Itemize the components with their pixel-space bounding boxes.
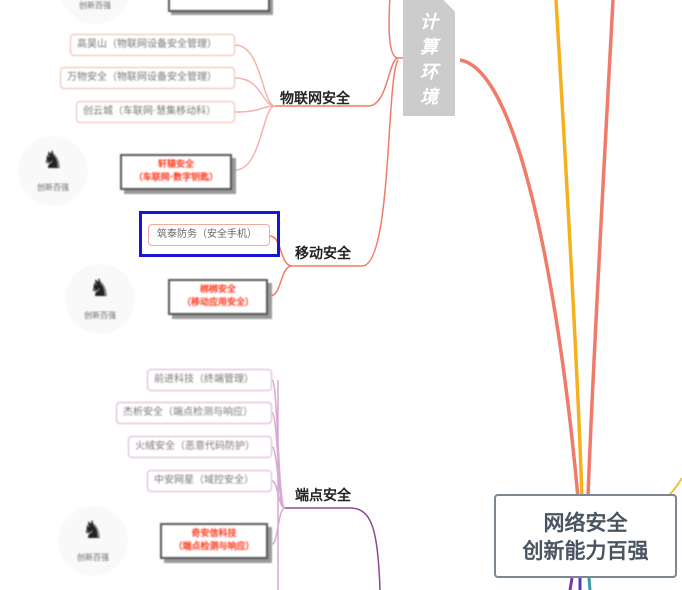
horse-logo-icon: ♞ [82,516,104,544]
logo-caption: 创新百强 [77,553,109,562]
compute-environment-tag[interactable]: 计 算 环 境 [403,0,455,116]
compute-env-char-4: 境 [420,87,438,108]
iot-leaf-3[interactable]: 创云城（车联网·慧集移动科） [76,101,235,123]
compute-env-char-3: 环 [420,62,438,83]
compute-env-char-1: 计 [420,12,438,33]
iot-main-line2: （车联网·数字钥匙） [133,173,219,183]
iot-main-box[interactable]: 轩辕安全 （车联网·数字钥匙） [120,154,232,190]
endpoint-bracket [271,379,286,590]
mobile-main-line2: （移动应用安全） [181,298,254,308]
iot-connector [275,57,399,107]
trunk-line-salmon-a [459,58,580,499]
logo-caption: 创新百强 [79,1,111,10]
category-endpoint-security[interactable]: 端点安全 [295,488,351,504]
mobile-main-box[interactable]: 梆梆安全 （移动应用安全） [168,279,268,315]
horse-logo-icon: ♞ [42,146,64,174]
horse-logo-icon: ♞ [89,274,111,302]
root-bottom-teal [587,577,592,590]
root-title-line1: 网络安全 [543,511,628,535]
endpoint-leaf-1[interactable]: 前进科技（终端管理） [147,369,272,391]
root-title-line2: 创新能力百强 [522,539,649,563]
endpoint-connector [285,507,381,590]
iot-bracket [234,44,276,171]
iot-leaf-1[interactable]: 高昊山（物联网设备安全管理） [70,34,235,56]
mobile-main-line1: 梆梆安全 [199,285,236,295]
logo-iot: ♞ 创新百强 [18,136,88,206]
top-main-box-partial [168,0,270,12]
branch-spine [388,0,405,59]
endpoint-leaf-4[interactable]: 中安网星（域控安全） [147,470,272,492]
mobile-bracket [269,235,293,297]
endpoint-leaf-2[interactable]: 杰析安全（端点检测与响应） [116,402,272,424]
mobile-leaf[interactable]: 筑泰防务（安全手机） [148,224,270,246]
category-mobile-security[interactable]: 移动安全 [295,246,351,262]
logo-caption: 创新百强 [84,311,116,320]
endpoint-leaf-3[interactable]: 火绒安全（恶意代码防护） [128,436,272,458]
category-iot-security[interactable]: 物联网安全 [280,91,350,107]
logo-mobile: ♞ 创新百强 [65,264,135,334]
root-bottom-purple [568,577,574,590]
mobile-connector [292,59,399,267]
trunk-line-salmon-b [586,0,615,499]
endpoint-main-box[interactable]: 奇安信科技 （端点检测与响应） [160,523,268,559]
highlight-frame [139,211,280,257]
endpoint-main-line1: 奇安信科技 [191,529,237,539]
logo-caption: 创新百强 [37,183,69,192]
trunk-line-orange [554,0,584,499]
root-node[interactable]: 网络安全 创新能力百强 [494,494,677,578]
iot-leaf-2[interactable]: 万物安全（物联网设备安全管理） [60,67,235,89]
endpoint-main-line2: （端点检测与响应） [173,542,255,552]
logo-endpoint: ♞ 创新百强 [58,506,128,576]
compute-env-char-2: 算 [420,37,438,58]
iot-main-line1: 轩辕安全 [157,160,194,170]
